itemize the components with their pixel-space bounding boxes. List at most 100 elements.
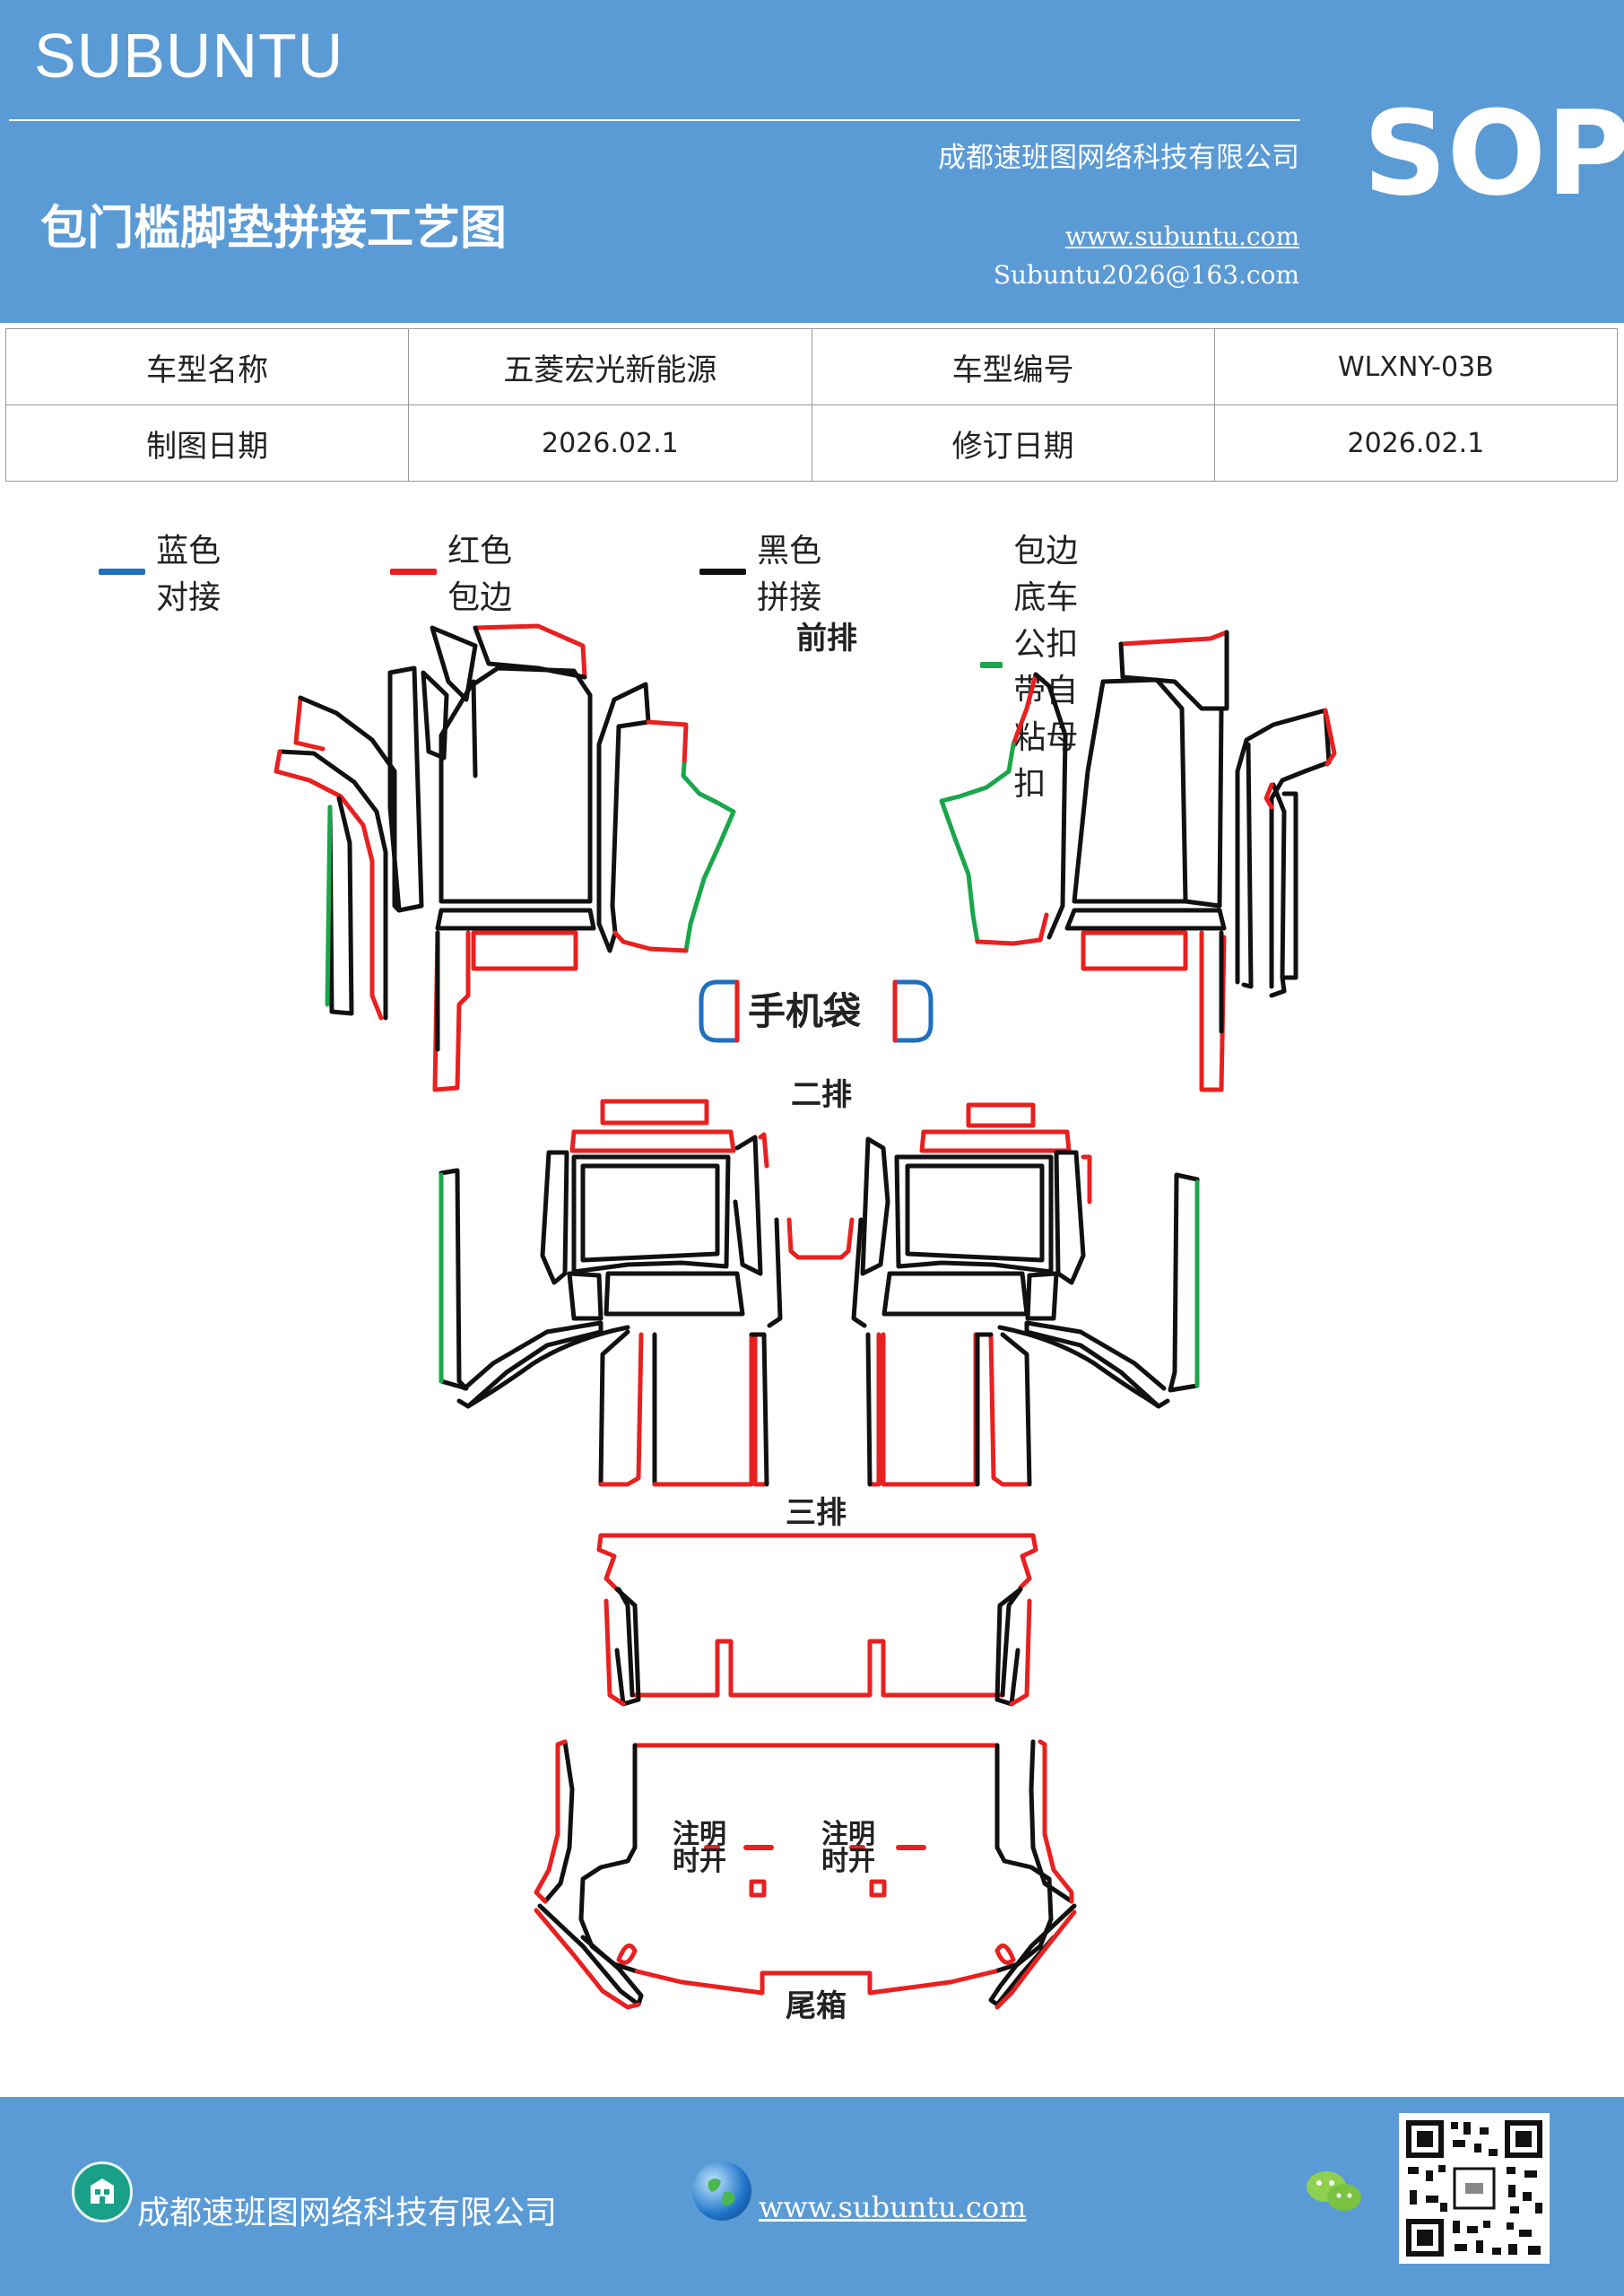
legend-swatch-blue [99,568,146,575]
sop-label: SOP [1363,85,1624,222]
page-title: 包门槛脚垫拼接工艺图 [40,201,508,256]
footer-website-link[interactable]: www.subuntu.com [759,2190,1027,2224]
front-left-sill [435,908,596,931]
header-email[interactable]: Subuntu2026@163.com [993,260,1299,290]
front-row-label: 前排 [796,621,857,657]
legend-label: 包边底车公扣带自粘母扣 [1013,533,1079,803]
second-row-bar-left [569,1129,736,1153]
second-row-right-seat-inner [905,1163,1045,1263]
legend-label: 蓝色对接 [156,533,221,616]
second-row-left-base [604,1271,745,1317]
table-row: 车型名称 五菱宏光新能源 车型编号 WLXNY-03B [4,328,1619,405]
front-right-main-mat-edge [1183,706,1224,909]
second-row-left-inner-strip-red [758,1132,769,1169]
second-row-left-wedge [567,1271,604,1321]
front-right-green-strip-edge [1281,791,1298,980]
front-left-fender-strip [277,749,388,1021]
trunk-bottom-red [634,1969,998,1996]
phone-pocket-left [699,979,740,1043]
header-banner: SUBUNTU SOP 成都速班图网络科技有限公司 包门槛脚垫拼接工艺图 www… [0,0,1624,323]
legend-swatch-black [699,568,747,575]
third-row-label: 三排 [786,1495,847,1531]
second-row-left-seat-inner [580,1163,720,1263]
brand-logo-text: SUBUNTU [34,21,344,91]
footer-company: 成都速班图网络科技有限公司 [137,2195,558,2231]
second-row-right-side-strip [1168,1172,1200,1393]
legend-item-blue: 蓝色对接 [99,525,227,618]
trunk-note-left-line1: 注明 [673,1819,726,1850]
header-website-link[interactable]: www.subuntu.com [1064,222,1299,251]
table-row: 制图日期 2026.02.1 修订日期 2026.02.1 [4,404,1619,482]
front-left-green-strip [325,804,333,1007]
legend-item-black: 黑色拼接 [699,525,828,618]
trunk-right-wing [988,1903,1077,2007]
third-row-left-strip-red [604,1598,626,1707]
model-code-value: WLXNY-03B [1213,328,1619,405]
second-row-label: 二排 [791,1077,852,1113]
front-right-sill-box [1081,930,1188,971]
draw-date-label: 制图日期 [4,404,410,482]
front-right-fender-red [1323,708,1337,767]
front-left-inner-strip [327,796,354,1016]
front-left-sill-box [471,930,578,971]
second-row-right-side [1054,1150,1086,1285]
front-right-group [939,630,1337,1092]
front-right-top-cap [1118,630,1229,711]
trunk-note-right-line1: 注明 [821,1819,875,1850]
front-left-group [274,623,736,1092]
legend-label: 黑色拼接 [757,533,822,616]
revise-date-label: 修订日期 [811,404,1215,482]
front-left-top-cap-red [473,623,587,680]
second-row-floor-left [598,1329,657,1487]
front-left-fender-strip-red [274,749,384,1021]
second-row-cap-right [966,1102,1036,1128]
front-left-long-strip-red [432,930,471,1092]
front-left-door-green [681,761,736,953]
second-row-right-seat [894,1154,1054,1274]
third-row-right-strip [994,1587,1023,1707]
trunk-right-flap [1029,1739,1074,1904]
trunk-left-wing [537,1903,644,2007]
trunk-left-loop [616,1943,638,1965]
front-right-extra-strip [1241,742,1254,989]
model-name-label: 车型名称 [4,328,410,405]
front-right-door-red-top [1011,672,1038,747]
globe-icon [692,2161,751,2221]
building-icon [72,2161,133,2222]
second-row-floor-right-red [867,1332,1029,1487]
trunk-left-flap-red [534,1739,568,1904]
second-row-floor-right [865,1332,1032,1487]
second-row-right-red-tab [1081,1154,1092,1205]
revise-date-value: 2026.02.1 [1213,404,1619,482]
legend-label: 红色包边 [447,533,513,616]
front-right-sill [1064,908,1227,931]
legend-item-red: 红色包边 [390,525,518,618]
second-row-floor-left-red [598,1332,767,1487]
front-right-door-green [939,742,1016,944]
header-divider [9,119,1300,121]
second-row-floor-left-inner [749,1332,769,1487]
front-right-fender-red-inner [1264,782,1274,810]
second-row-console [786,1217,855,1260]
trunk-right-loop [994,1943,1016,1965]
second-row-console-sides [767,1217,867,1328]
vehicle-info-table: 车型名称 五菱宏光新能源 车型编号 WLXNY-03B 制图日期 2026.02… [4,328,1619,482]
trunk-label: 尾箱 [786,1988,847,2024]
front-left-pillar-2 [421,670,449,761]
front-left-pillar-3 [430,625,478,702]
trunk-note-left-line2: 时开 [673,1846,726,1877]
trunk-right-flap-red [1038,1739,1074,1904]
second-row-right-fender-2 [997,1325,1161,1409]
legend-item-green: 包边底车公扣带自粘母扣 [980,525,1108,804]
second-row-left-fender-2 [465,1325,630,1409]
front-right-door-panel [1033,672,1068,940]
second-row-left-side-strip [439,1168,469,1391]
draw-date-value: 2026.02.1 [408,404,812,482]
trunk-left-flap [543,1739,575,1904]
wechat-icon[interactable] [1305,2167,1364,2217]
front-left-main-mat-inner [471,679,478,778]
front-right-top-cap-red [1118,630,1229,647]
third-row-group [596,1533,1038,1707]
header-company: 成都速班图网络科技有限公司 [938,142,1299,174]
